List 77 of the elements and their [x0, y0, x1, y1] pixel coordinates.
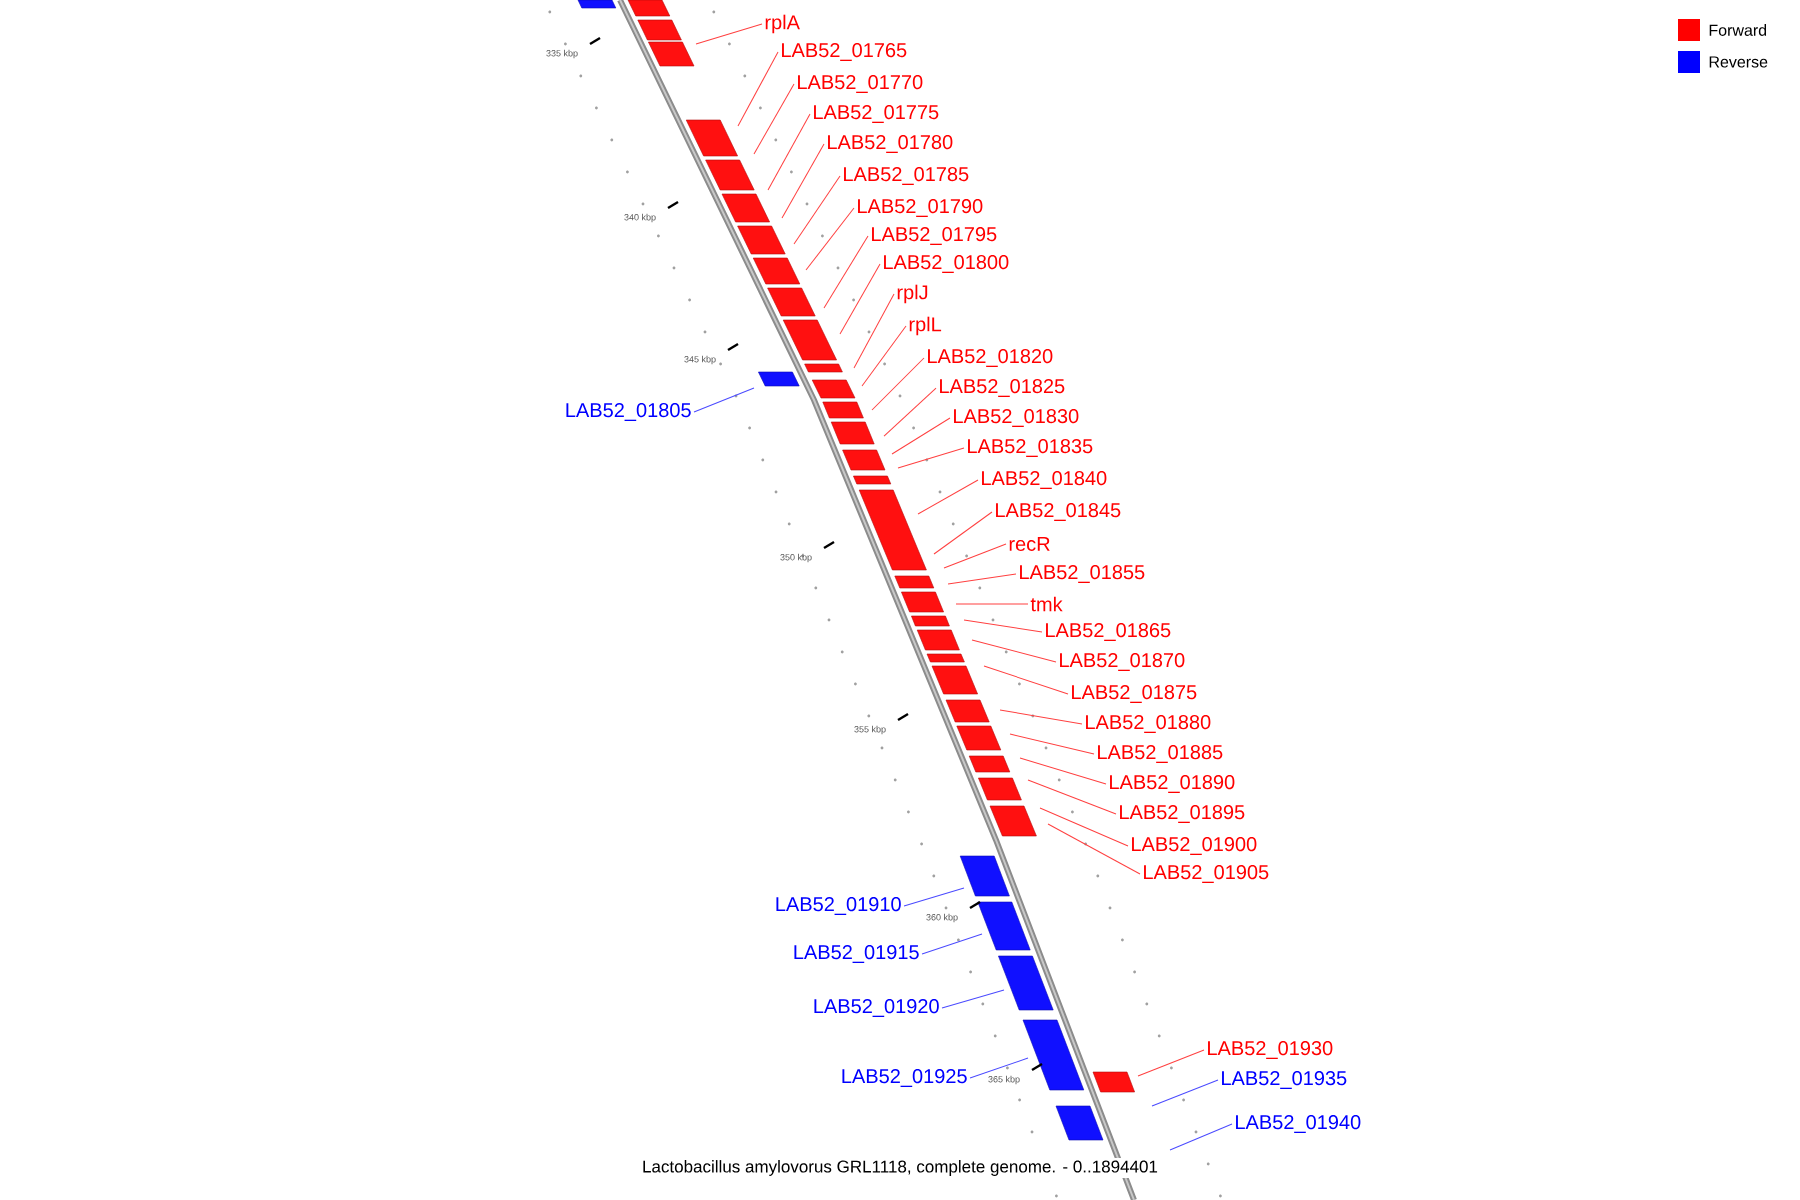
gene-label: LAB52_01820	[928, 349, 1053, 367]
leader-line	[955, 603, 1029, 605]
gene-label: LAB52_01830	[954, 409, 1079, 427]
leader-line	[1047, 823, 1141, 875]
gene-label: rplJ	[897, 284, 928, 304]
gene-label: LAB52_01770	[798, 75, 923, 93]
leader-line	[943, 543, 1007, 569]
gene-label: LAB52_01790	[858, 199, 983, 217]
gene-label: LAB52_01785	[844, 167, 969, 185]
gene-label: LAB52_01840	[982, 471, 1107, 489]
caption: Lactobacillus amylovorus GRL1118, complete genome. - 0..1894401	[640, 1158, 1160, 1178]
gene-label: LAB52_01775	[814, 105, 939, 123]
leader-line	[941, 989, 1005, 1009]
leader-line	[897, 447, 965, 469]
leader-line	[883, 387, 937, 437]
leader-line	[853, 293, 895, 369]
leader-line	[933, 511, 993, 555]
leader-line	[695, 23, 763, 45]
gene-label: LAB52_01825	[940, 379, 1065, 397]
gene-label: LAB52_01780	[828, 135, 953, 153]
gene-label: LAB52_01880	[1086, 715, 1211, 733]
leader-line	[793, 175, 841, 245]
leader-line	[947, 573, 1017, 585]
leader-line	[737, 51, 779, 127]
leader-line	[983, 665, 1069, 695]
leader-line	[921, 933, 983, 955]
leader-line	[861, 325, 907, 387]
leader-line	[1019, 757, 1107, 785]
leader-line	[1009, 733, 1095, 755]
gene-label: LAB52_01920	[814, 999, 939, 1017]
gene-label: LAB52_01800	[884, 255, 1009, 273]
legend-label: Forward	[1709, 24, 1767, 36]
leader-line	[1137, 1049, 1205, 1077]
gene-label: LAB52_01835	[968, 439, 1093, 457]
gene-label: tmk	[1030, 596, 1063, 612]
leader-line	[1151, 1079, 1219, 1107]
gene-label: LAB52_01900	[1132, 837, 1257, 855]
leader-line	[693, 387, 755, 413]
leader-line	[999, 709, 1083, 725]
gene-label: LAB52_01795	[872, 227, 997, 245]
gene-label: LAB52_01765	[782, 43, 907, 61]
leader-line	[917, 479, 979, 515]
gene-label: LAB52_01915	[794, 945, 919, 963]
leader-line	[1027, 779, 1117, 815]
leader-line	[839, 263, 881, 335]
gene-label: LAB52_01935	[1222, 1071, 1347, 1089]
gene-label: LAB52_01930	[1208, 1041, 1333, 1059]
leader-line	[871, 357, 925, 411]
gene-label: LAB52_01805	[566, 403, 691, 421]
leader-line	[903, 887, 965, 907]
leader-line	[823, 235, 869, 309]
gene-label: LAB52_01875	[1072, 685, 1197, 703]
gene-label: LAB52_01925	[842, 1069, 967, 1087]
gene-label: LAB52_01940	[1236, 1115, 1361, 1133]
gene-label: LAB52_01895	[1120, 805, 1245, 823]
gene-label: LAB52_01865	[1046, 623, 1171, 641]
gene-label: LAB52_01855	[1020, 565, 1145, 583]
leader-line	[767, 113, 811, 191]
leader-line	[1039, 807, 1129, 847]
gene-label: LAB52_01845	[996, 503, 1121, 521]
leader-line	[963, 619, 1043, 633]
gene-label: LAB52_01870	[1060, 653, 1185, 671]
leader-line	[781, 143, 825, 219]
leader-line	[805, 207, 855, 271]
leader-line	[753, 83, 795, 155]
leader-line	[971, 639, 1057, 663]
gene-label: rplL	[909, 316, 942, 336]
leader-line	[891, 417, 951, 455]
gene-label: LAB52_01910	[776, 897, 901, 915]
gene-label: LAB52_01885	[1098, 745, 1223, 763]
gene-label: recR	[1009, 537, 1050, 551]
gene-label: rplA	[765, 14, 800, 34]
legend-label: Reverse	[1709, 56, 1768, 68]
leader-line	[1169, 1123, 1233, 1151]
leader-line	[969, 1057, 1029, 1079]
gene-label: LAB52_01905	[1144, 865, 1269, 883]
gene-label: LAB52_01890	[1110, 775, 1235, 793]
